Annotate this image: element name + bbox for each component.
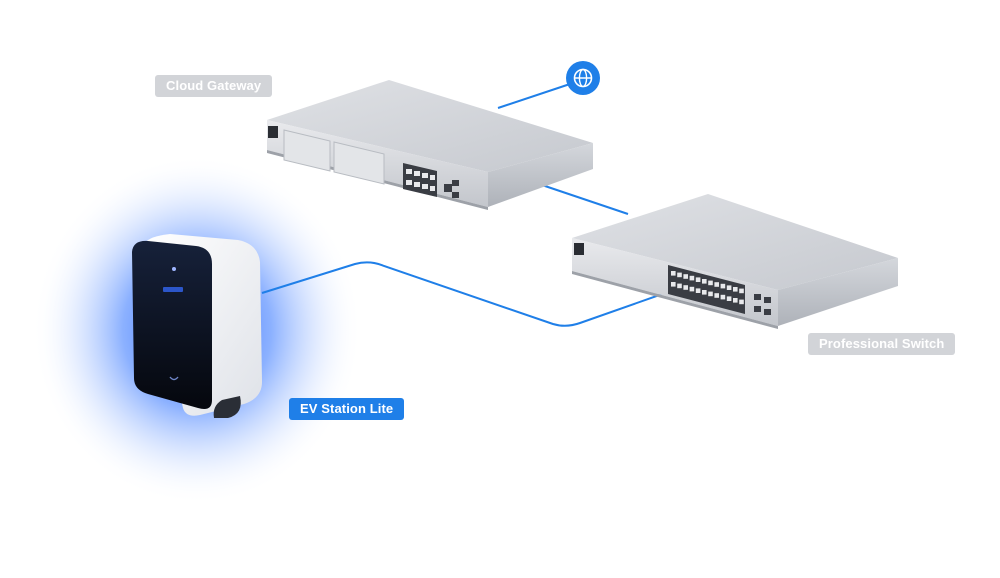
switch-port xyxy=(683,285,688,290)
link-lines xyxy=(261,83,669,327)
switch-port xyxy=(677,283,682,289)
ev-station-lite-label: EV Station Lite xyxy=(289,398,405,420)
switch-port xyxy=(695,288,701,293)
switch-port xyxy=(683,274,688,279)
switch-port xyxy=(720,294,726,300)
switch-port xyxy=(671,271,676,276)
switch-port xyxy=(708,291,713,297)
switch-port xyxy=(702,290,707,295)
switch-port xyxy=(708,280,713,286)
switch-port xyxy=(714,293,719,298)
switch-port xyxy=(671,282,676,287)
link-internet-gateway xyxy=(497,83,571,109)
switch-port xyxy=(726,296,732,301)
switch-port xyxy=(689,286,695,292)
switch-port xyxy=(733,298,738,303)
cloud-gateway-device[interactable] xyxy=(267,80,593,210)
switch-port xyxy=(733,287,738,292)
switch-port xyxy=(739,299,744,305)
switch-port xyxy=(689,275,695,281)
ev-station-device[interactable] xyxy=(132,234,262,418)
switch-port xyxy=(726,285,732,290)
professional-switch-label: Professional Switch xyxy=(808,333,956,355)
switch-port xyxy=(714,282,719,287)
switch-port xyxy=(695,277,701,282)
cloud-gateway-label: Cloud Gateway xyxy=(155,75,273,97)
professional-switch-device[interactable] xyxy=(572,194,898,329)
link-gateway-switch xyxy=(541,184,629,215)
switch-port xyxy=(720,283,726,289)
switch-port xyxy=(702,279,707,284)
switch-port xyxy=(739,288,744,294)
link-switch-ev xyxy=(261,261,669,327)
globe-icon[interactable] xyxy=(566,61,600,95)
switch-port xyxy=(677,272,682,278)
